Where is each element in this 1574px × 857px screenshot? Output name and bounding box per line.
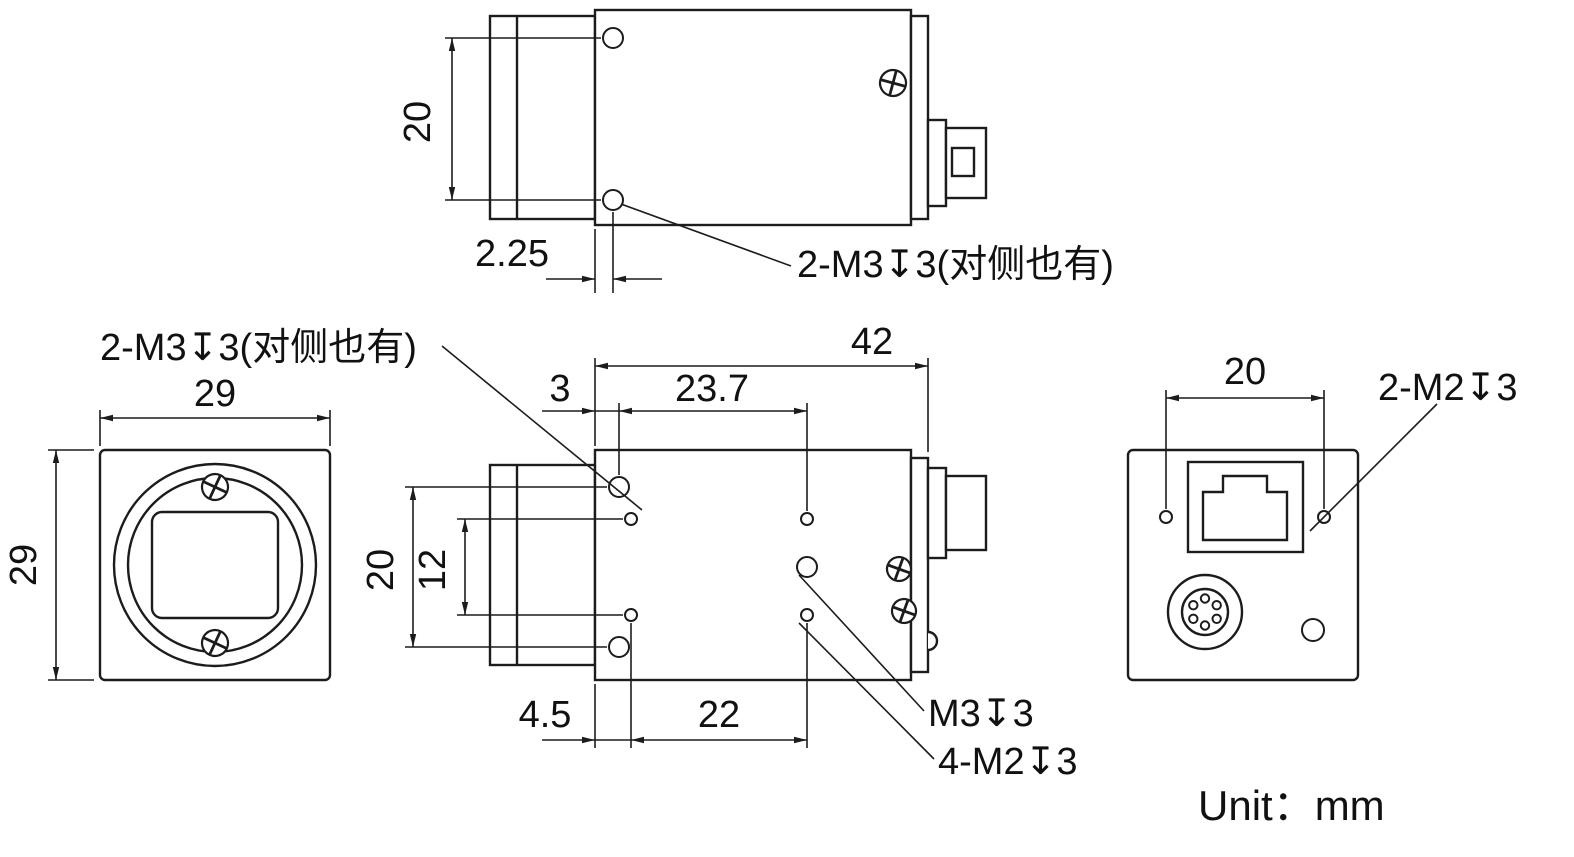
connector-pin bbox=[1199, 593, 1211, 604]
side-view-m3-label: M3↧3 bbox=[928, 693, 1034, 735]
leader-line bbox=[620, 203, 792, 267]
m3-hole-top-2 bbox=[602, 189, 624, 211]
back-view-m2-label: 2-M2↧3 bbox=[1378, 367, 1518, 409]
top-view: 20 2.25 2-M3↧3(对侧也有) bbox=[397, 8, 1114, 293]
front-view-width-dim: 29 bbox=[194, 373, 236, 415]
phillips-screw bbox=[890, 597, 918, 625]
back-view-hole-spacing-dim: 20 bbox=[1224, 351, 1266, 393]
side-view: 42 3 23.7 20 12 4.5 22 2-M3↧3(对侧也有) M3↧3 bbox=[100, 321, 1078, 783]
rear-cap-top bbox=[909, 14, 930, 221]
front-view: 29 29 bbox=[3, 373, 332, 682]
screw-cross-line bbox=[893, 557, 905, 581]
camera-body-side bbox=[593, 448, 913, 682]
side-view-m2-label: 4-M2↧3 bbox=[938, 741, 1078, 783]
side-view-front-offset-dim: 3 bbox=[549, 368, 570, 410]
unit-note: Unit：mm bbox=[1198, 782, 1385, 829]
lens-mount-top bbox=[488, 14, 597, 221]
lens-mount-outer-circle bbox=[112, 462, 318, 668]
phillips-screw bbox=[200, 472, 230, 502]
top-view-hole-spacing-dim: 20 bbox=[397, 101, 439, 143]
connector-pin bbox=[1188, 613, 1199, 624]
side-view-m2-spacing-dim: 12 bbox=[412, 549, 454, 591]
side-view-m2-length-dim: 22 bbox=[698, 694, 740, 736]
m2-back-hole bbox=[1159, 510, 1173, 524]
screw-cross-line bbox=[898, 599, 910, 623]
screw-cross-line bbox=[208, 474, 222, 500]
connector-block-side bbox=[944, 474, 988, 552]
sensor-window bbox=[150, 510, 280, 620]
phillips-screw bbox=[885, 555, 913, 583]
screw-cross-line bbox=[208, 630, 222, 656]
connector-slot-top bbox=[950, 146, 976, 178]
lens-mount-side bbox=[488, 463, 597, 667]
connector-pin bbox=[1188, 600, 1199, 611]
side-view-length-dim: 42 bbox=[851, 321, 893, 363]
side-view-m3-spacing-dim: 20 bbox=[360, 549, 402, 591]
screw-cross-line bbox=[888, 70, 898, 96]
connector-pin bbox=[1211, 613, 1222, 624]
connector-block-top bbox=[944, 126, 988, 200]
m2-side-hole bbox=[624, 512, 638, 526]
top-view-thread-label: 2-M3↧3(对侧也有) bbox=[797, 244, 1114, 286]
phillips-screw bbox=[878, 68, 908, 98]
camera-body-top bbox=[593, 8, 913, 227]
m2-side-hole bbox=[800, 512, 814, 526]
leader-line bbox=[798, 574, 925, 712]
connector-pin bbox=[1199, 620, 1211, 631]
leader-line bbox=[798, 622, 935, 760]
connector-inner-ring bbox=[1180, 587, 1230, 637]
leader-line bbox=[1309, 403, 1438, 532]
side-view-thread-label: 2-M3↧3(对侧也有) bbox=[100, 327, 417, 369]
side-view-hole-spacing-dim: 23.7 bbox=[675, 368, 749, 410]
front-view-height-dim: 29 bbox=[3, 544, 45, 586]
connector-stub-top bbox=[926, 118, 948, 208]
m3-side-hole bbox=[608, 476, 630, 498]
connector-outer-ring bbox=[1166, 573, 1244, 651]
m3-side-hole bbox=[608, 636, 630, 658]
rj45-jack bbox=[1201, 474, 1289, 542]
rear-bump bbox=[927, 630, 939, 652]
m2-side-hole bbox=[624, 608, 638, 622]
connector-pin bbox=[1211, 600, 1222, 611]
m2-side-hole bbox=[800, 608, 814, 622]
led-indicator-hole bbox=[1301, 618, 1325, 642]
rear-cap-side bbox=[909, 456, 930, 674]
top-view-edge-offset-dim: 2.25 bbox=[475, 233, 549, 275]
side-view-m2-offset-dim: 4.5 bbox=[519, 694, 572, 736]
phillips-screw bbox=[200, 628, 230, 658]
leader-line bbox=[441, 345, 643, 511]
power-io-connector bbox=[1166, 573, 1244, 651]
m3-side-hole bbox=[796, 556, 818, 578]
back-view: 20 2-M2↧3 bbox=[1126, 351, 1518, 682]
m3-hole-top-1 bbox=[602, 27, 624, 49]
connector-stub-side bbox=[926, 466, 948, 560]
